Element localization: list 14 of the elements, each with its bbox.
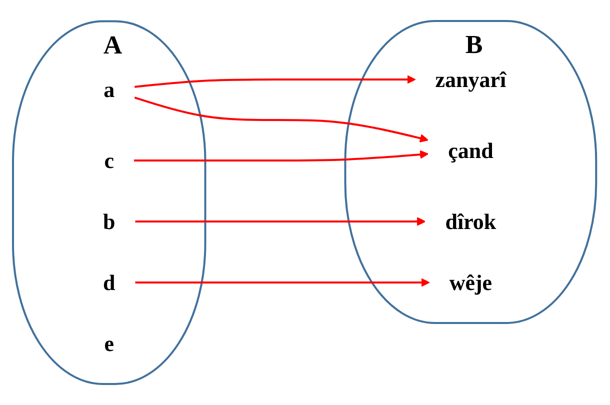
node-text: b [103, 209, 116, 234]
arrow [134, 75, 416, 88]
node-text: c [104, 148, 114, 173]
node-text: dîrok [446, 209, 497, 234]
arrow [136, 278, 430, 287]
arrow [134, 96, 429, 143]
arrow [136, 217, 426, 226]
node-text: çand [448, 138, 494, 163]
node-text: a [104, 77, 116, 102]
node-text: d [103, 270, 116, 295]
node-text: e [104, 331, 114, 356]
arrow [134, 150, 429, 162]
node-text: wêje [450, 270, 492, 295]
node-text: zanyarî [436, 67, 507, 92]
